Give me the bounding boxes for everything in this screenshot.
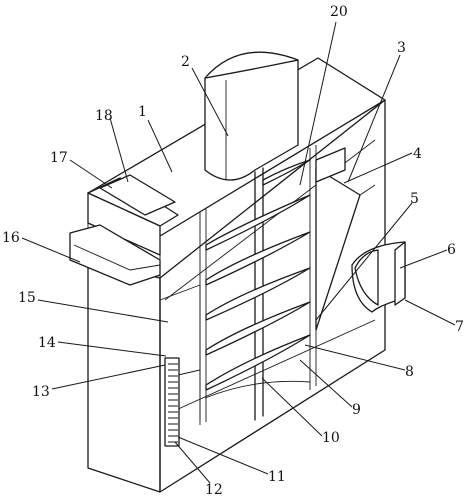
blade-top	[262, 159, 311, 186]
callout-17: 17	[50, 150, 68, 166]
leader-17	[69, 159, 113, 189]
fitting-16	[69, 224, 161, 286]
heater-fins	[168, 363, 178, 443]
screw-blades	[205, 159, 311, 391]
callout-1: 1	[138, 104, 147, 120]
left-shaft	[199, 209, 207, 425]
curved-bottom	[204, 380, 311, 399]
fitting-17-front	[87, 192, 161, 256]
callout-16: 16	[2, 230, 20, 246]
callout-20: 20	[330, 4, 348, 20]
callout-6: 6	[447, 242, 456, 258]
callout-18: 18	[95, 108, 113, 124]
leader-1	[147, 119, 173, 173]
callout-9: 9	[352, 402, 361, 418]
fitting-18	[99, 174, 176, 216]
left-fittings	[69, 174, 179, 286]
blade-5	[205, 334, 311, 391]
guide-plate-edge	[359, 184, 376, 196]
cavity-bottom-edge	[164, 319, 376, 416]
callout-7: 7	[455, 319, 464, 335]
blade-4	[205, 301, 311, 356]
callout-12: 12	[205, 482, 223, 498]
leader-16	[21, 237, 81, 263]
leader-13	[51, 364, 166, 390]
leader-lines	[21, 21, 456, 484]
leader-12	[174, 441, 211, 484]
outlet-pipe	[351, 241, 406, 313]
callout-10: 10	[322, 430, 340, 446]
leader-15	[37, 299, 169, 323]
callout-labels: 1 2 3 4 5 6 7 8 9 10 11 12 13 14 15 16 1…	[2, 4, 464, 498]
hopper-top-arc	[204, 51, 299, 79]
leader-2	[191, 67, 229, 137]
leader-5	[315, 202, 413, 321]
callout-2: 2	[181, 54, 190, 70]
blade-1	[205, 194, 311, 251]
housing-left-side	[87, 261, 161, 493]
guide-plate	[315, 167, 361, 331]
leader-7	[404, 299, 456, 326]
callout-11: 11	[268, 469, 286, 485]
leader-20	[299, 21, 337, 186]
leader-10	[261, 377, 323, 437]
leader-9	[299, 359, 353, 408]
leader-6	[399, 249, 448, 269]
outlet-mouth	[354, 249, 379, 306]
callout-13: 13	[32, 384, 50, 400]
callout-4: 4	[413, 146, 422, 162]
right-shaft	[309, 145, 317, 390]
callout-8: 8	[405, 364, 414, 380]
leader-8	[304, 344, 406, 371]
fitting-16-inner	[73, 244, 161, 271]
feed-slot	[315, 147, 346, 183]
outlet-tube	[394, 241, 406, 306]
housing-top-face	[87, 57, 386, 237]
callout-14: 14	[38, 335, 56, 351]
leader-14	[57, 341, 167, 357]
leader-18	[109, 117, 129, 183]
blade-2	[205, 231, 311, 286]
blade-3	[205, 267, 311, 321]
leader-11	[177, 436, 269, 475]
chute-plate	[315, 147, 376, 331]
callout-5: 5	[410, 191, 419, 207]
callout-15: 15	[18, 290, 36, 306]
heater-element	[164, 357, 180, 447]
partition-15-top	[159, 284, 201, 301]
heater-frame	[164, 357, 180, 447]
callout-3: 3	[397, 40, 406, 56]
leader-3	[347, 54, 401, 183]
hopper-body	[204, 59, 299, 181]
leader-4	[343, 152, 413, 184]
feed-hopper	[204, 51, 299, 181]
